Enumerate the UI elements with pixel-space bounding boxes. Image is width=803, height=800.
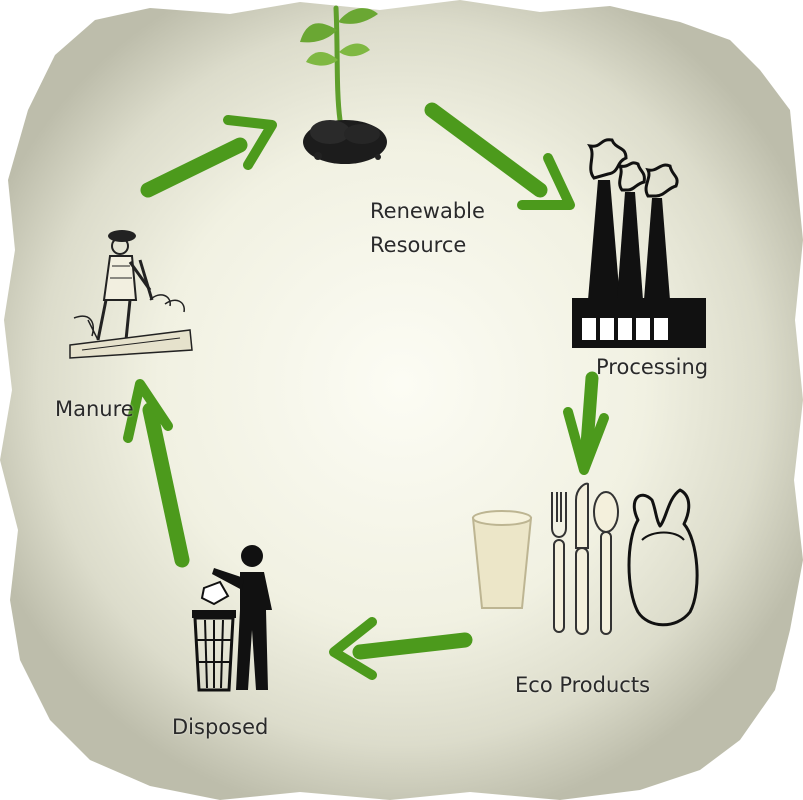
renewable-resource-line-1: Renewable [370, 194, 485, 228]
disposed-label: Disposed [172, 710, 268, 744]
renewable-resource-label: Renewable Resource [370, 194, 485, 262]
processing-label: Processing [596, 350, 708, 384]
paper-cup-icon [473, 511, 531, 608]
eco-products-label: Eco Products [515, 668, 650, 702]
manure-label: Manure [55, 392, 134, 426]
knife-icon [576, 484, 588, 634]
renewable-resource-line-2: Resource [370, 228, 485, 262]
